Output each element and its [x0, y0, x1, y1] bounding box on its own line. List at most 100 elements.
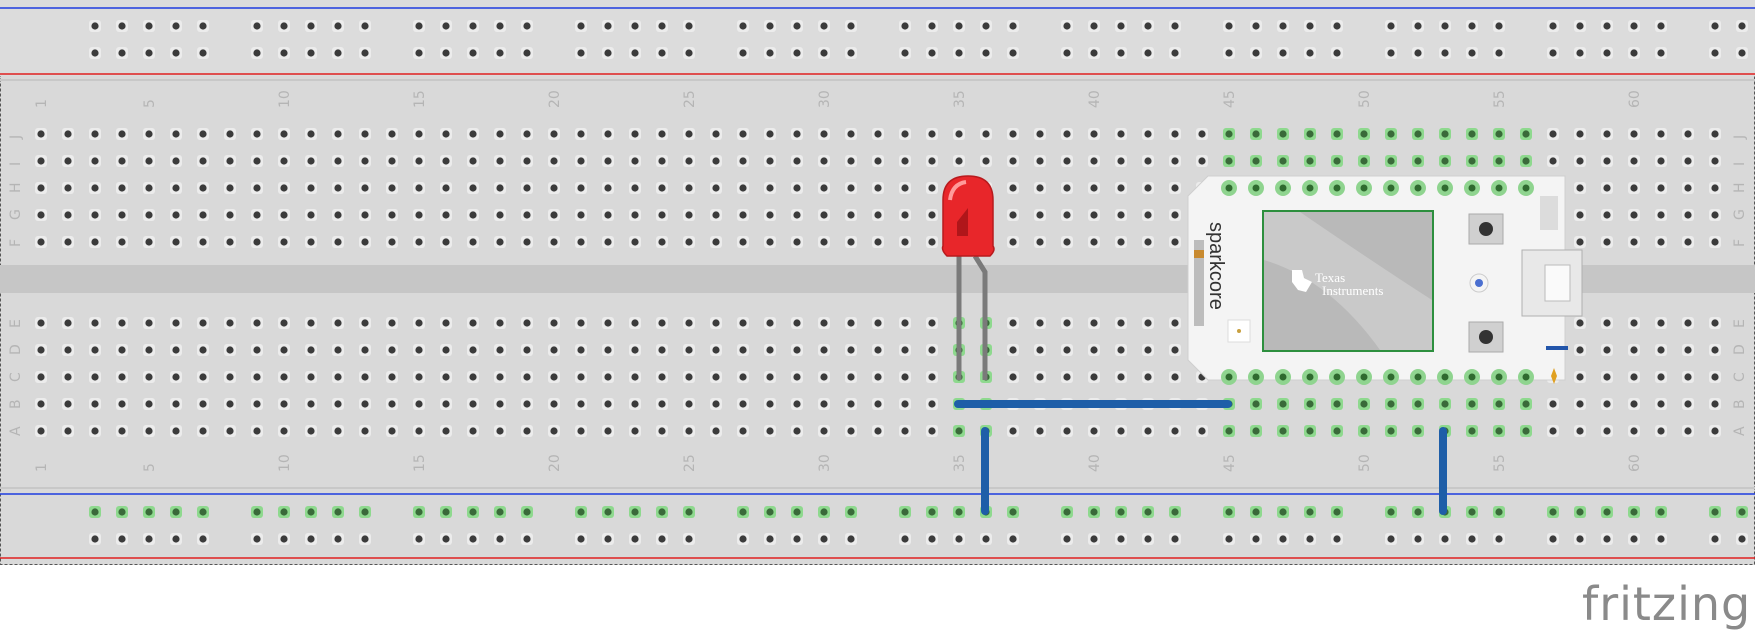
breadboard-hole — [683, 371, 695, 383]
sparkcore-pin-center — [1333, 184, 1341, 192]
breadboard-hole — [278, 344, 290, 356]
rail-hole — [1709, 533, 1721, 545]
breadboard-hole — [845, 182, 857, 194]
breadboard-hole — [494, 425, 506, 437]
breadboard-hole — [332, 155, 344, 167]
breadboard-hole — [1115, 236, 1127, 248]
rail-hole — [1142, 47, 1154, 59]
breadboard-hole — [89, 236, 101, 248]
board-star-icon — [1543, 368, 1565, 384]
rail-hole — [1466, 506, 1478, 518]
rail-hole — [116, 506, 128, 518]
breadboard-hole — [359, 317, 371, 329]
breadboard-hole — [305, 128, 317, 140]
breadboard-hole — [1466, 398, 1478, 410]
breadboard-hole — [818, 425, 830, 437]
row-letter-left: I — [8, 162, 24, 166]
breadboard-hole — [737, 344, 749, 356]
breadboard-hole — [602, 128, 614, 140]
breadboard-hole — [737, 425, 749, 437]
breadboard-hole — [1034, 182, 1046, 194]
breadboard-hole — [1385, 128, 1397, 140]
breadboard-hole — [1709, 344, 1721, 356]
sparkcore-pin-center — [1495, 373, 1503, 381]
rail-hole — [413, 20, 425, 32]
breadboard-hole — [1142, 371, 1154, 383]
mode-button[interactable] — [1468, 321, 1504, 353]
rail-hole — [1628, 506, 1640, 518]
sparkcore-pin-center — [1414, 184, 1422, 192]
breadboard-hole — [170, 182, 182, 194]
breadboard-hole — [62, 425, 74, 437]
rail-hole — [521, 533, 533, 545]
breadboard-hole — [1655, 155, 1667, 167]
col-number-top: 5 — [142, 99, 158, 108]
col-number-bottom: 60 — [1627, 454, 1643, 472]
breadboard-hole — [386, 344, 398, 356]
breadboard-hole — [521, 236, 533, 248]
breadboard-hole — [1088, 425, 1100, 437]
rail-hole — [791, 20, 803, 32]
breadboard-hole — [872, 155, 884, 167]
breadboard-hole — [1142, 425, 1154, 437]
rail-hole — [1547, 47, 1559, 59]
rail-hole — [1547, 533, 1559, 545]
rail-hole — [764, 506, 776, 518]
breadboard-hole — [656, 128, 668, 140]
breadboard-hole — [602, 155, 614, 167]
sparkcore-board[interactable]: sparkcore Texas Instruments — [1187, 175, 1583, 385]
wires — [954, 400, 1447, 515]
rail-hole — [1169, 506, 1181, 518]
breadboard-hole — [224, 236, 236, 248]
breadboard-hole — [1520, 128, 1532, 140]
breadboard-hole — [332, 128, 344, 140]
rail-hole — [845, 506, 857, 518]
rail-hole — [1142, 533, 1154, 545]
fritzing-logo: fritzing — [1582, 577, 1752, 631]
breadboard-hole — [35, 398, 47, 410]
row-letter-left: A — [8, 426, 24, 436]
breadboard-hole — [197, 317, 209, 329]
rail-hole — [170, 20, 182, 32]
rail-hole — [1574, 20, 1586, 32]
breadboard-hole — [791, 317, 803, 329]
sparkcore-pin-center — [1495, 184, 1503, 192]
rail-hole — [251, 533, 263, 545]
breadboard-hole — [629, 425, 641, 437]
breadboard-hole — [926, 371, 938, 383]
breadboard-hole — [1169, 425, 1181, 437]
rail-hole — [1223, 533, 1235, 545]
col-number-top: 10 — [277, 90, 293, 108]
breadboard-hole — [359, 344, 371, 356]
breadboard-hole — [737, 398, 749, 410]
col-number-bottom: 10 — [277, 454, 293, 472]
rail-hole — [575, 506, 587, 518]
breadboard-hole — [251, 155, 263, 167]
breadboard-hole — [1655, 344, 1667, 356]
breadboard-hole — [899, 398, 911, 410]
breadboard-hole — [953, 128, 965, 140]
breadboard-hole — [683, 182, 695, 194]
breadboard-hole — [548, 182, 560, 194]
col-number-bottom: 40 — [1087, 454, 1103, 472]
breadboard-hole — [494, 317, 506, 329]
rail-hole — [602, 20, 614, 32]
breadboard-hole — [278, 236, 290, 248]
rail-hole — [305, 20, 317, 32]
breadboard-hole — [521, 317, 533, 329]
breadboard-hole — [1682, 209, 1694, 221]
breadboard-hole — [521, 398, 533, 410]
breadboard-hole — [926, 155, 938, 167]
col-number-bottom: 45 — [1222, 454, 1238, 472]
breadboard-hole — [467, 398, 479, 410]
red-led[interactable] — [941, 175, 995, 380]
breadboard-hole — [1061, 128, 1073, 140]
rail-hole — [953, 20, 965, 32]
breadboard-hole — [872, 425, 884, 437]
rail-hole — [305, 506, 317, 518]
row-letter-right: J — [1732, 135, 1748, 140]
sparkcore-pin-center — [1387, 373, 1395, 381]
rail-hole — [440, 506, 452, 518]
rail-hole — [332, 20, 344, 32]
breadboard-hole — [656, 425, 668, 437]
